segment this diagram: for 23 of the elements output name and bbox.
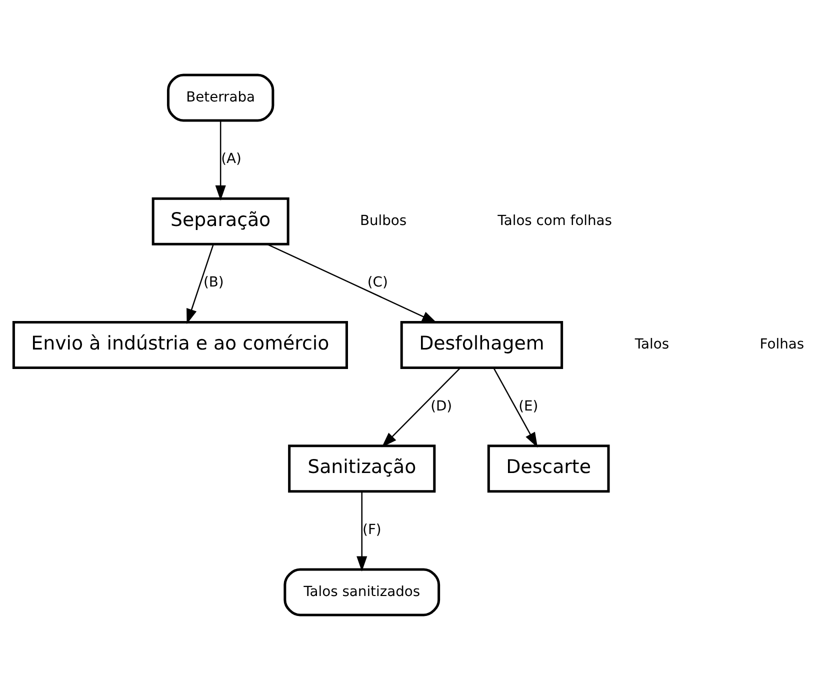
arrow bbox=[493, 367, 538, 448]
label: Bulbos bbox=[360, 212, 407, 228]
edge-label: (A) bbox=[221, 150, 242, 167]
node-box: Desfolhagem bbox=[400, 320, 564, 368]
edge-label: (C) bbox=[367, 274, 388, 290]
edge-label: (E) bbox=[518, 398, 538, 414]
node-box: Separação bbox=[152, 196, 290, 245]
node-box: Envio à indústria e ao comércio bbox=[12, 320, 348, 368]
label: Talos bbox=[634, 336, 670, 352]
node-box: Talos sanitizados bbox=[284, 568, 440, 616]
arrow bbox=[267, 243, 438, 323]
arrow bbox=[356, 491, 368, 571]
node-box: Beterraba bbox=[166, 73, 274, 122]
label: Talos com folhas bbox=[498, 212, 612, 228]
edge-label: (F) bbox=[362, 521, 382, 538]
edge-label: (B) bbox=[203, 274, 224, 290]
node-box: Descarte bbox=[487, 444, 610, 492]
label: Folhas bbox=[760, 336, 804, 352]
arrow bbox=[382, 366, 461, 447]
node-box: Sanitização bbox=[288, 444, 436, 492]
arrow bbox=[186, 244, 214, 324]
edge-label: (D) bbox=[430, 398, 452, 414]
arrow bbox=[215, 120, 226, 200]
